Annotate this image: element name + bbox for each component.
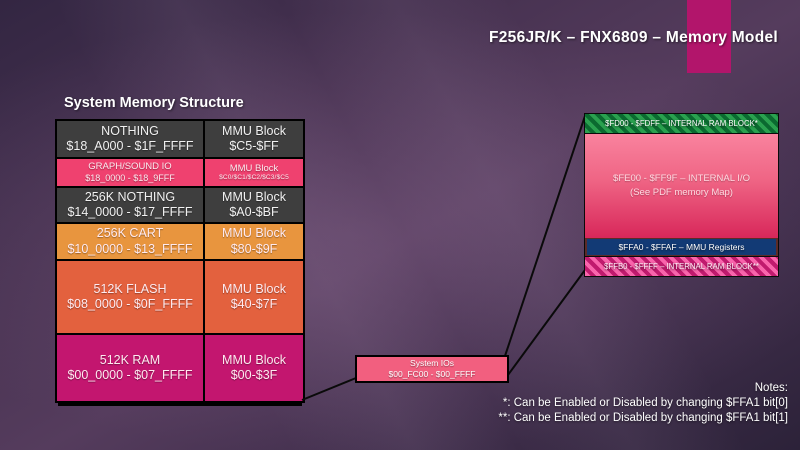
internal-io-note: (See PDF memory Map) (630, 187, 733, 198)
note-double-asterisk: **: Can be Enabled or Disabled by changi… (498, 412, 788, 425)
internal-ram-bottom-band: $FFB0 - $FFFF – INTERNAL RAM BLOCK** (585, 256, 778, 276)
region-name: NOTHING (101, 123, 159, 138)
table-row-512k-flash: 512K FLASH $08_0000 - $0F_FFFF MMU Block… (57, 261, 303, 333)
mmu-cell: MMU Block $40-$7F (205, 261, 303, 333)
mmu-label: MMU Block (222, 189, 286, 204)
mmu-cell: MMU Block $A0-$BF (205, 188, 303, 222)
mmu-range: $80-$9F (230, 241, 278, 256)
region-cell: 256K NOTHING $14_0000 - $17_FFFF (57, 188, 203, 222)
section-title: System Memory Structure (64, 95, 244, 111)
region-range: $10_0000 - $13_FFFF (67, 241, 193, 256)
mmu-range: $40-$7F (230, 297, 278, 311)
region-range: $18_A000 - $1F_FFFF (66, 139, 194, 153)
internal-ram-top-band: $FD00 - $FDFF – INTERNAL RAM BLOCK* (585, 114, 778, 134)
region-name: GRAPH/SOUND IO (88, 161, 172, 173)
mmu-range: $A0-$BF (229, 205, 279, 219)
mmu-range: $C5-$FF (229, 139, 279, 153)
region-name: 256K NOTHING (84, 189, 176, 204)
notes: Notes: *: Can be Enabled or Disabled by … (498, 381, 788, 427)
region-cell: NOTHING $18_A000 - $1F_FFFF (57, 121, 203, 157)
memory-table: NOTHING $18_A000 - $1F_FFFF MMU Block $C… (55, 119, 305, 403)
region-name: 512K RAM (99, 352, 161, 367)
mmu-cell: MMU Block $80-$9F (205, 224, 303, 259)
region-range: $08_0000 - $0F_FFFF (67, 297, 193, 311)
region-range: $18_0000 - $18_9FFF (85, 172, 175, 183)
internal-io-range: $FE00 - $FF9F – INTERNAL I/O (613, 172, 750, 184)
mmu-registers-band: $FFA0 - $FFAF – MMU Registers (585, 238, 778, 256)
mmu-cell: MMU Block $C0/$C1/$C2/$C3/$C5 (205, 159, 303, 186)
system-io-range: $00_FC00 - $00_FFFF (388, 369, 476, 379)
notes-heading: Notes: (754, 382, 788, 394)
table-row-256k-cart: 256K CART $10_0000 - $13_FFFF MMU Block … (57, 224, 303, 259)
mmu-label: MMU Block (222, 123, 286, 138)
table-row-graph-sound-io: GRAPH/SOUND IO $18_0000 - $18_9FFF MMU B… (57, 159, 303, 186)
region-name: 512K FLASH (93, 281, 167, 296)
mmu-label: MMU Block (229, 162, 279, 174)
mmu-cell: MMU Block $00-$3F (205, 335, 303, 401)
slide-title: F256JR/K – FNX6809 – Memory Model (488, 29, 778, 46)
region-range: $14_0000 - $17_FFFF (67, 205, 193, 219)
internal-io-block: $FE00 - $FF9F – INTERNAL I/O (See PDF me… (585, 134, 778, 238)
region-range: $00_0000 - $07_FFFF (67, 368, 193, 382)
io-detail-box: $FD00 - $FDFF – INTERNAL RAM BLOCK* $FE0… (584, 113, 779, 277)
mmu-label: MMU Block (222, 226, 286, 241)
mmu-label: MMU Block (222, 281, 286, 296)
region-cell: 512K FLASH $08_0000 - $0F_FFFF (57, 261, 203, 333)
mmu-label: MMU Block (222, 352, 286, 367)
mmu-range: $00-$3F (230, 368, 278, 382)
region-cell: 256K CART $10_0000 - $13_FFFF (57, 224, 203, 259)
table-row-nothing-high: NOTHING $18_A000 - $1F_FFFF MMU Block $C… (57, 121, 303, 157)
table-row-512k-ram: 512K RAM $00_0000 - $07_FFFF MMU Block $… (57, 335, 303, 401)
region-name: 256K CART (96, 226, 164, 241)
table-row-256k-nothing: 256K NOTHING $14_0000 - $17_FFFF MMU Blo… (57, 188, 303, 222)
region-cell: 512K RAM $00_0000 - $07_FFFF (57, 335, 203, 401)
note-asterisk: *: Can be Enabled or Disabled by changin… (502, 397, 788, 410)
region-cell: GRAPH/SOUND IO $18_0000 - $18_9FFF (57, 159, 203, 186)
title-accent-bar (687, 0, 731, 73)
system-io-box: System IOs $00_FC00 - $00_FFFF (355, 355, 509, 383)
system-io-title: System IOs (410, 358, 454, 369)
mmu-cell: MMU Block $C5-$FF (205, 121, 303, 157)
mmu-range: $C0/$C1/$C2/$C3/$C5 (219, 174, 289, 182)
